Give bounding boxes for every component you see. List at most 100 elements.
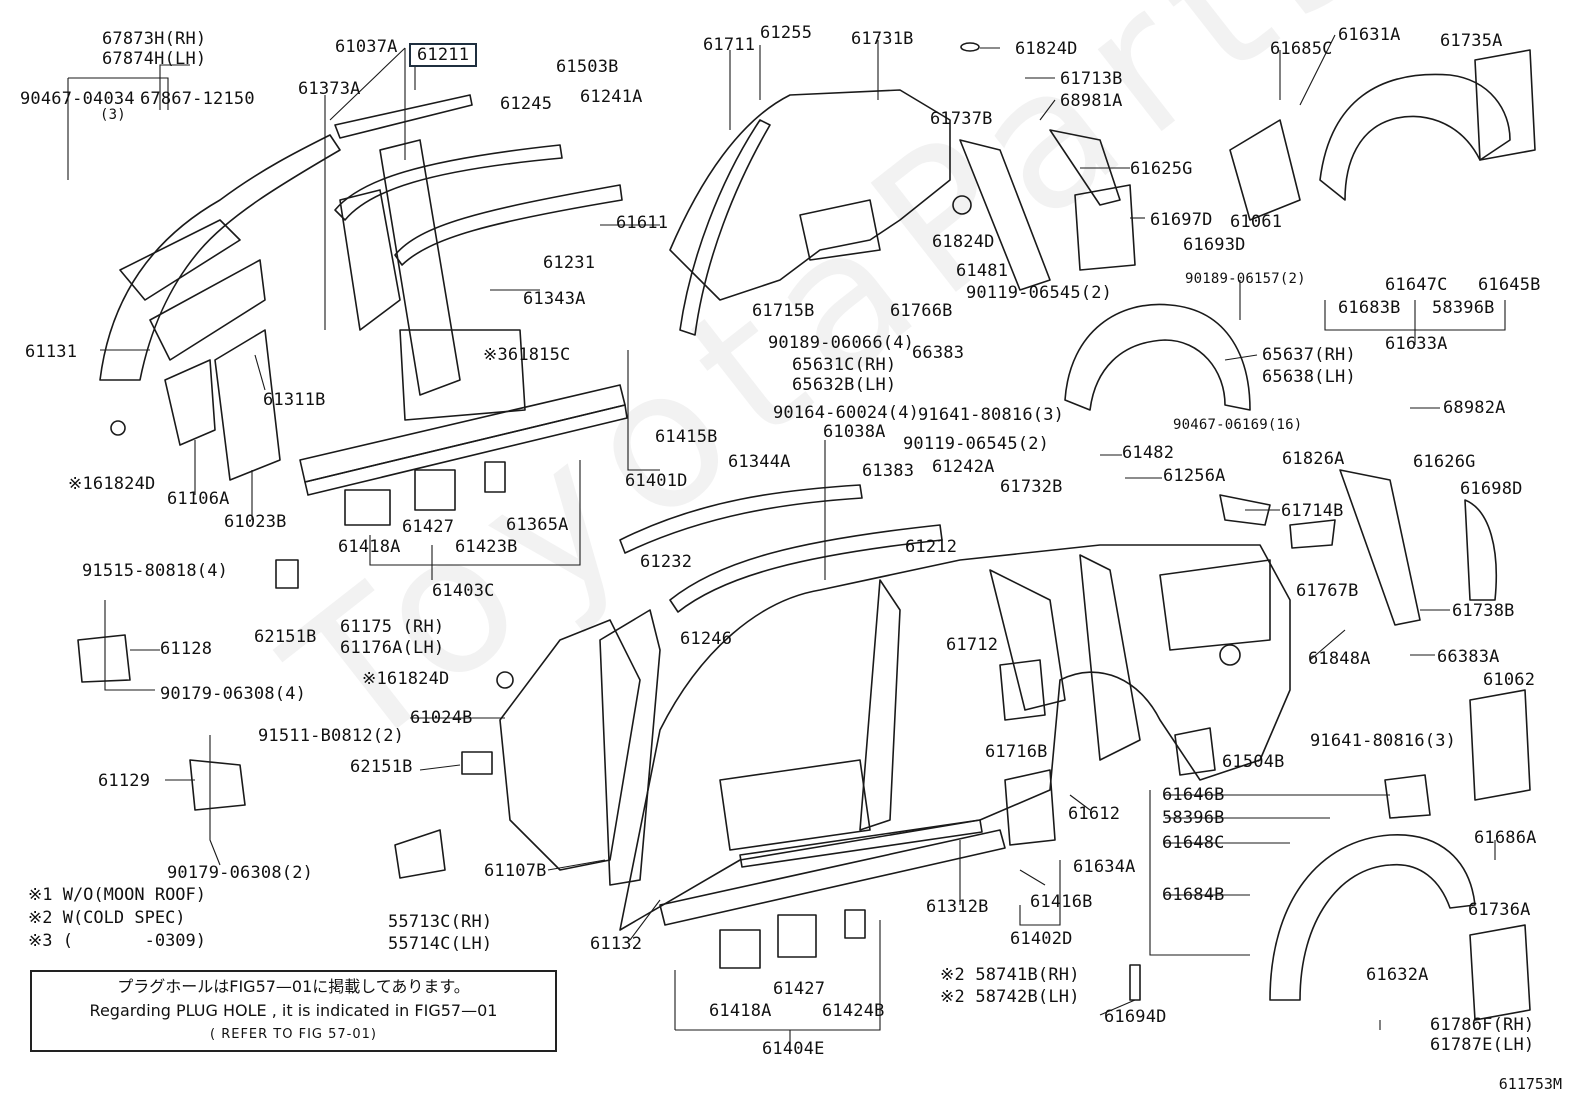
part-label-p61848a: 61848A — [1308, 649, 1371, 669]
part-label-p67874h: 67874H(LH) — [102, 49, 207, 69]
part-label-p61418a-1: 61418A — [338, 537, 401, 557]
part-label-p90179-06308-2: 90179-06308(2) — [167, 863, 314, 883]
part-label-p91511-b0812: 91511-B0812(2) — [258, 726, 405, 746]
part-61211-shape — [334, 94, 473, 139]
part-label-p61633a: 61633A — [1385, 334, 1448, 354]
part-label-p61131: 61131 — [25, 342, 78, 362]
part-label-p61612: 61612 — [1068, 804, 1121, 824]
part-label-p61038a: 61038A — [823, 422, 886, 442]
part-label-p61826a: 61826A — [1282, 449, 1345, 469]
notice-reference: ( REFER TO FIG 57-01) — [210, 1027, 377, 1042]
part-label-p61824d-4: ※161824D — [362, 669, 450, 689]
part-label-p67867: 67867-12150 — [140, 89, 255, 109]
part-label-p61404e: 61404E — [762, 1039, 825, 1059]
part-label-p61684b: 61684B — [1162, 885, 1225, 905]
part-label-p61766b: 61766B — [890, 301, 953, 321]
part-label-p61024b: 61024B — [410, 708, 473, 728]
part-label-p61736a: 61736A — [1468, 900, 1531, 920]
part-label-p61686a: 61686A — [1474, 828, 1537, 848]
part-label-p61416b: 61416B — [1030, 892, 1093, 912]
part-label-p58741b: ※2 58741B(RH) — [940, 965, 1080, 985]
part-label-p61711: 61711 — [703, 35, 756, 55]
part-label-p61824d-3: ※161824D — [68, 474, 156, 494]
part-label-p65637: 65637(RH) — [1262, 345, 1356, 365]
part-label-p65631c: 65631C(RH) — [792, 355, 897, 375]
part-label-p90164-60024: 90164-60024(4) — [773, 403, 920, 423]
part-label-p61132: 61132 — [590, 934, 643, 954]
part-label-p61697d: 61697D — [1150, 210, 1213, 230]
part-label-p61716b: 61716B — [985, 742, 1048, 762]
part-label-p61343a: 61343A — [523, 289, 586, 309]
part-label-p61311b: 61311B — [263, 390, 326, 410]
part-label-p61312b: 61312B — [926, 897, 989, 917]
part-label-p61242a: 61242A — [932, 457, 995, 477]
part-label-p90189-06066: 90189-06066(4) — [768, 333, 915, 353]
part-label-p61647c: 61647C — [1385, 275, 1448, 295]
footnote-1: ※1 W/O(MOON ROOF) — [28, 885, 207, 905]
part-label-p61023b: 61023B — [224, 512, 287, 532]
part-label-p90119-06545-1: 90119-06545(2) — [966, 283, 1113, 303]
part-label-p61815c: ※361815C — [483, 345, 571, 365]
part-label-p65632b: 65632B(LH) — [792, 375, 897, 395]
part-label-p61713b: 61713B — [1060, 69, 1123, 89]
part-label-p61415b: 61415B — [655, 427, 718, 447]
part-label-p65638: 65638(LH) — [1262, 367, 1356, 387]
part-label-p61731b: 61731B — [851, 29, 914, 49]
part-65637-shape — [1064, 303, 1251, 411]
part-label-p61403c: 61403C — [432, 581, 495, 601]
part-label-p61212: 61212 — [905, 537, 958, 557]
part-label-p61373a: 61373A — [298, 79, 361, 99]
footnote-3: ※3 ( -0309) — [28, 931, 207, 951]
part-label-p61365a: 61365A — [506, 515, 569, 535]
part-label-p61175: 61175 (RH) — [340, 617, 445, 637]
part-label-p62151b-2: 62151B — [350, 757, 413, 777]
part-label-p61735a: 61735A — [1440, 31, 1503, 51]
part-label-p90467-04034: 90467-04034 — [20, 89, 135, 109]
part-label-p61611: 61611 — [616, 213, 669, 233]
part-label-p61698d: 61698D — [1460, 479, 1523, 499]
part-label-p90189-06157: 90189-06157(2) — [1185, 271, 1306, 287]
part-label-p67873h: 67873H(RH) — [102, 29, 207, 49]
part-label-p61106a: 61106A — [167, 489, 230, 509]
part-label-p61646b: 61646B — [1162, 785, 1225, 805]
part-label-p61383: 61383 — [862, 461, 915, 481]
part-label-p61824d-1: 61824D — [1015, 39, 1078, 59]
part-label-p61107b: 61107B — [484, 861, 547, 881]
part-label-p58396b-1: 58396B — [1432, 298, 1495, 318]
part-label-p55713c: 55713C(RH) — [388, 912, 493, 932]
part-61131-shape — [99, 134, 341, 381]
part-label-p61344a: 61344A — [728, 452, 791, 472]
part-label-p91515-80818: 91515-80818(4) — [82, 561, 229, 581]
part-label-p90179-06308-1: 90179-06308(4) — [160, 684, 307, 704]
part-label-p68981a: 68981A — [1060, 91, 1123, 111]
part-label-p58742b: ※2 58742B(LH) — [940, 987, 1080, 1007]
part-label-p61129: 61129 — [98, 771, 151, 791]
part-label-p90467-04034q: (3) — [100, 107, 126, 123]
notice-japanese: プラグホールはFIG57—01に掲載してあります。 — [117, 977, 470, 996]
part-label-p90467-06169: 90467-06169(16) — [1173, 417, 1303, 433]
part-label-p61128: 61128 — [160, 639, 213, 659]
part-label-p61787e: 61787E(LH) — [1430, 1035, 1535, 1055]
part-label-p61418a-2: 61418A — [709, 1001, 772, 1021]
part-label-p61504b: 61504B — [1222, 752, 1285, 772]
part-label-p61481: 61481 — [956, 261, 1009, 281]
part-label-p61246: 61246 — [680, 629, 733, 649]
part-label-p91641-80816-2: 91641-80816(3) — [1310, 731, 1457, 751]
part-label-p61424b: 61424B — [822, 1001, 885, 1021]
part-label-p61245: 61245 — [500, 94, 553, 114]
part-label-p61241a: 61241A — [580, 87, 643, 107]
part-label-p61631a: 61631A — [1338, 25, 1401, 45]
plug-hole-notice: プラグホールはFIG57—01に掲載してあります。 Regarding PLUG… — [30, 970, 557, 1052]
part-label-p61685c: 61685C — [1270, 39, 1333, 59]
part-label-p61482: 61482 — [1122, 443, 1175, 463]
part-label-p61402d: 61402D — [1010, 929, 1073, 949]
part-label-p61427-2: 61427 — [773, 979, 826, 999]
part-label-p91641-80816-1: 91641-80816(3) — [918, 405, 1065, 425]
part-label-p61062: 61062 — [1483, 670, 1536, 690]
part-label-p61683b: 61683B — [1338, 298, 1401, 318]
part-label-p61232: 61232 — [640, 552, 693, 572]
part-label-p62151b-1: 62151B — [254, 627, 317, 647]
part-label-p90119-06545-2: 90119-06545(2) — [903, 434, 1050, 454]
